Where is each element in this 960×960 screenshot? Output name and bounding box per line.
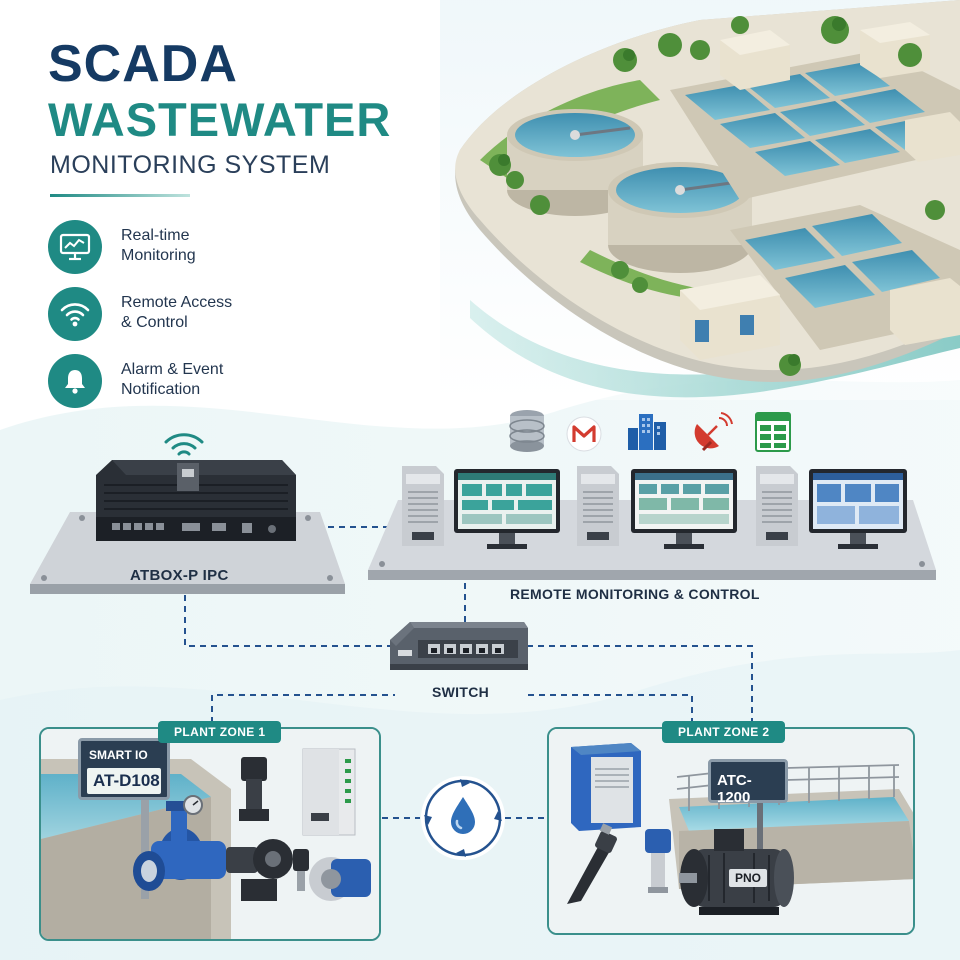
satellite-dish-icon (694, 412, 733, 452)
zone-2-badge: PLANT ZONE 2 (662, 721, 786, 743)
server-tower-1 (402, 466, 444, 546)
bell-icon (48, 354, 102, 408)
wastewater-plant-illustration (440, 0, 960, 400)
title-line-2: WASTEWATER (48, 93, 392, 146)
server-tower-2 (577, 466, 619, 546)
zone-2-equipment (549, 729, 913, 933)
blue-enclosure (571, 743, 641, 831)
monitor-3 (809, 469, 907, 549)
ipc-device (96, 460, 296, 541)
remote-label: REMOTE MONITORING & CONTROL (510, 586, 760, 602)
feature-1-line-2: Monitoring (121, 247, 196, 264)
ipc-label: ATBOX-P IPC (130, 567, 229, 584)
database-icon (509, 410, 545, 452)
monitor-1 (454, 469, 560, 549)
server-tower-3 (756, 466, 798, 546)
zone-1-badge: PLANT ZONE 1 (158, 721, 282, 743)
mail-icon (566, 416, 602, 452)
feature-3-line-2: Notification (121, 381, 201, 398)
pressure-transmitter (645, 829, 671, 893)
blue-pump (133, 801, 293, 891)
atc-model: ATC-1200 (717, 772, 752, 806)
title-underline (50, 194, 190, 197)
feature-1-line-1: Real-time (121, 227, 190, 244)
atc-sign: ATC-1200 (708, 759, 788, 806)
smart-io-model: AT-D108 (93, 771, 160, 790)
feature-realtime-monitoring: Real-time Monitoring (48, 218, 288, 278)
smart-io-label: SMART IO (89, 748, 148, 762)
water-cycle-icon (421, 776, 505, 860)
title-line-1: SCADA (48, 35, 238, 93)
monitor-chart-icon (48, 220, 102, 274)
title-line-3: MONITORING SYSTEM (50, 151, 331, 179)
wifi-icon (48, 287, 102, 341)
switch-label: SWITCH (432, 684, 490, 700)
feature-3-line-1: Alarm & Event (121, 361, 224, 378)
motor-label: PNO (729, 869, 767, 887)
feature-alarm-notification: Alarm & Event Notification (48, 352, 288, 412)
feature-remote-access: Remote Access & Control (48, 285, 288, 345)
ipc-wireless-icon (164, 433, 204, 456)
building-icon (628, 414, 666, 450)
stainless-pump (309, 857, 371, 901)
probe-sensor (567, 823, 617, 904)
spreadsheet-icon (755, 412, 791, 452)
smart-io-screen: AT-D108 (87, 768, 161, 794)
network-switch (390, 622, 528, 670)
feature-2-line-1: Remote Access (121, 294, 233, 311)
monitor-2 (631, 469, 737, 549)
feature-2-line-2: & Control (121, 314, 188, 331)
smart-io-sign: SMART IO AT-D108 (78, 738, 170, 800)
